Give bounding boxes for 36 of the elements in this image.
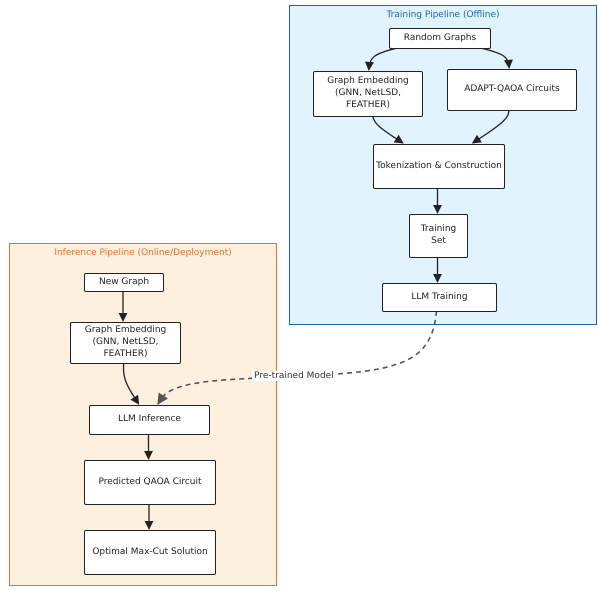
- process-box: [84, 273, 164, 292]
- process-box: [84, 530, 216, 575]
- arrow: [472, 110, 510, 144]
- process-box: [409, 214, 468, 258]
- box-label: Tokenization & Construction: [376, 160, 502, 172]
- arrow: [144, 434, 154, 460]
- pipeline-panel: [289, 5, 597, 325]
- box-label: LLM Inference: [118, 414, 181, 426]
- process-box: [84, 460, 216, 505]
- box-label: LLM Training: [411, 292, 468, 304]
- panel-title: Training Pipeline (Offline): [386, 10, 500, 20]
- process-box: [389, 28, 491, 49]
- arrow: [432, 257, 442, 283]
- arrow: [118, 291, 128, 322]
- arrow: [122, 362, 140, 405]
- box-label: Graph Embedding (GNN, NetLSD, FEATHER): [326, 76, 410, 112]
- process-box: [313, 71, 423, 117]
- panel-title: Inference Pipeline (Online/Deployment): [54, 248, 232, 258]
- arrow: [144, 504, 154, 530]
- box-label: Optimal Max-Cut Solution: [92, 546, 208, 558]
- arrow: [372, 116, 404, 144]
- box-label: Graph Embedding (GNN, NetLSD, FEATHER): [84, 325, 168, 361]
- process-box: [70, 322, 181, 364]
- arrow: [432, 188, 442, 214]
- box-label: ADAPT-QAOA Circuits: [464, 84, 560, 96]
- process-box: [382, 283, 497, 312]
- arrow: [480, 47, 513, 69]
- process-box: [89, 405, 210, 435]
- box-label: Random Graphs: [404, 32, 476, 44]
- process-box: [373, 144, 505, 189]
- process-box: [447, 69, 577, 111]
- box-label: New Graph: [98, 276, 150, 288]
- box-label: Training Set: [420, 224, 458, 248]
- arrow: [364, 47, 398, 71]
- box-label: Predicted QAOA Circuit: [98, 476, 202, 488]
- edge-label: Pre-trained Model: [252, 371, 336, 382]
